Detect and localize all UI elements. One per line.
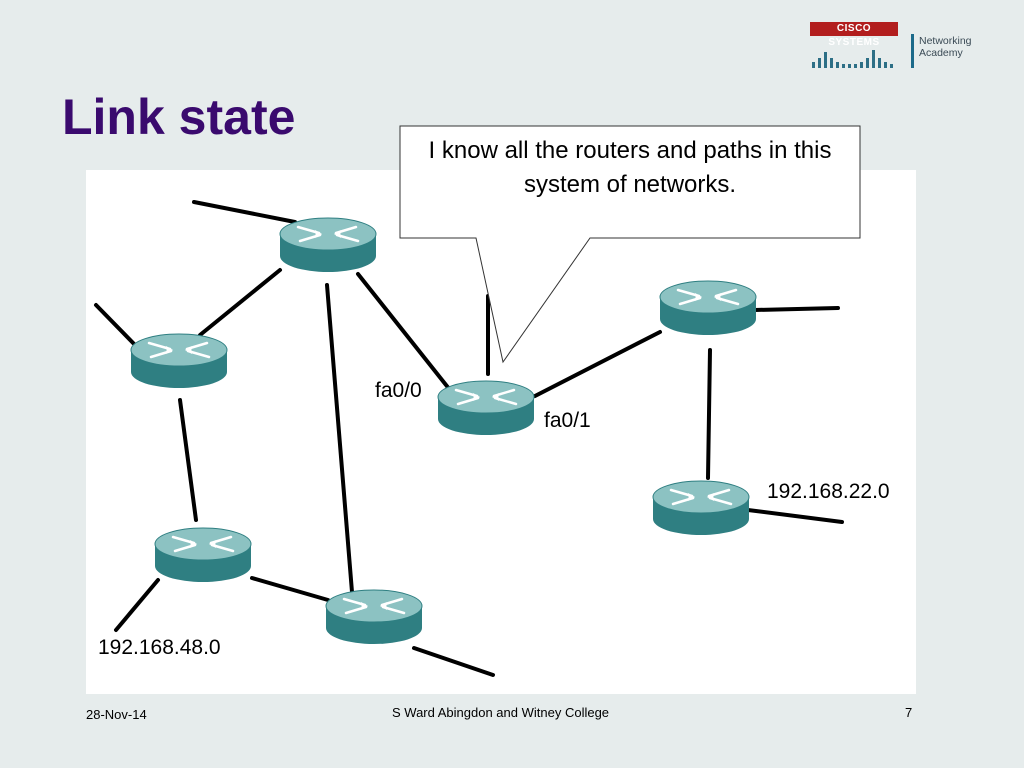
router-upper-right bbox=[658, 279, 758, 337]
link-stub-r5 bbox=[412, 646, 495, 677]
router-lower-right bbox=[651, 479, 751, 537]
footer-page-number: 7 bbox=[905, 705, 913, 720]
link-stub-r7 bbox=[746, 508, 844, 524]
router-center bbox=[436, 379, 536, 437]
link-stub-r6 bbox=[753, 306, 840, 312]
cisco-systems-wordmark: CISCO SYSTEMS bbox=[810, 22, 898, 48]
link-r1-r5 bbox=[325, 283, 354, 594]
network-links bbox=[94, 200, 844, 677]
logo-line2: Academy bbox=[919, 47, 963, 59]
link-stub-r4 bbox=[114, 578, 160, 632]
network-label-192-168-22-0: 192.168.22.0 bbox=[767, 480, 890, 503]
footer-credit: S Ward Abingdon and Witney College bbox=[392, 705, 610, 720]
router-lower-left bbox=[153, 526, 253, 584]
interface-label-fa0-1: fa0/1 bbox=[544, 409, 591, 432]
cisco-bridge-icon bbox=[812, 50, 893, 68]
router-top bbox=[278, 216, 378, 274]
link-r4-r5 bbox=[250, 576, 330, 602]
slide-title: Link state bbox=[62, 89, 296, 145]
interface-label-fa0-0: fa0/0 bbox=[375, 379, 422, 402]
speech-bubble bbox=[399, 125, 861, 364]
networking-academy-text: Networking Academy bbox=[919, 35, 972, 59]
link-stub-left bbox=[94, 303, 140, 350]
network-label-192-168-48-0: 192.168.48.0 bbox=[98, 636, 221, 659]
router-left bbox=[129, 332, 229, 390]
link-r2-r4 bbox=[178, 398, 198, 522]
footer-date: 28-Nov-14 bbox=[86, 707, 147, 722]
link-r1-r3 bbox=[356, 272, 452, 392]
link-r3-r6 bbox=[533, 330, 662, 398]
logo-line1: Networking bbox=[919, 35, 972, 47]
cisco-networking-academy-logo: CISCO SYSTEMS Networking Aca bbox=[810, 22, 1000, 72]
link-r1-r2 bbox=[198, 268, 282, 337]
logo-divider bbox=[911, 34, 914, 68]
router-bottom bbox=[324, 588, 424, 646]
link-stub-top bbox=[192, 200, 297, 224]
link-r6-r7 bbox=[706, 348, 712, 480]
speech-bubble-text: I know all the routers and paths in this… bbox=[428, 137, 832, 198]
